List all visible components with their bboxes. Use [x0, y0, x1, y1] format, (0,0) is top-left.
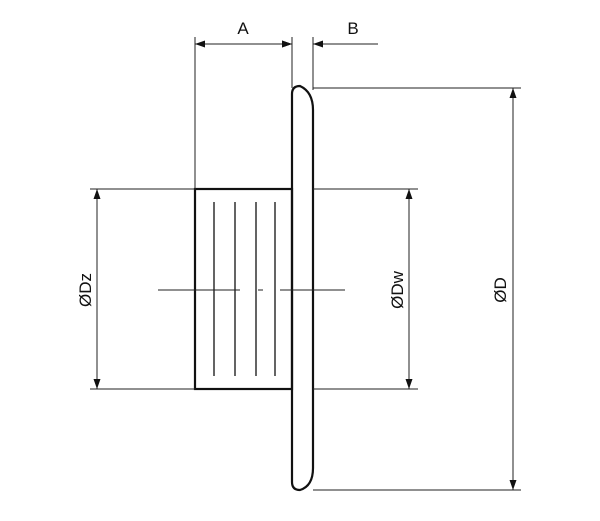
sleeve-body: [193, 187, 294, 391]
front-flange: [290, 84, 315, 492]
extension-lines: [90, 37, 521, 491]
dimension-b-label: B: [347, 19, 358, 38]
grille-fins: [213, 202, 276, 376]
dimension-d-label: ØD: [491, 277, 510, 303]
dimension-a-label: A: [237, 19, 249, 38]
dimension-dw-label: ØDw: [388, 270, 407, 309]
dimension-dz-label: ØDz: [76, 273, 95, 307]
